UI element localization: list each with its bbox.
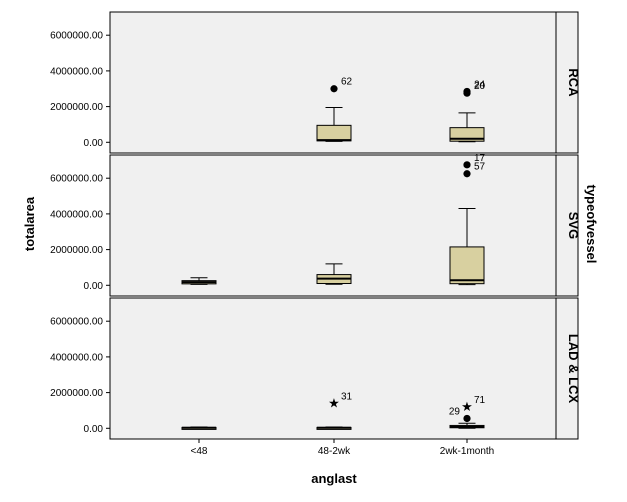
outlier-label: 20	[474, 81, 486, 92]
outlier-point	[463, 414, 471, 423]
y-axis-title: totalarea	[22, 196, 37, 251]
panel-3: LAD & LCX 0.00 2000000.00 4000000.00 6000000…	[50, 297, 581, 440]
outlier-point	[330, 85, 338, 93]
box-2wk-1month	[449, 246, 485, 285]
x-axis-title: anglast	[311, 471, 357, 486]
y-tick-label: 6000000.00	[50, 174, 103, 185]
y-tick-label: 4000000.00	[50, 66, 103, 77]
outlier-label: 71	[474, 395, 486, 406]
outlier-star: ★	[328, 396, 340, 411]
panel-1: RCA 0.00 2000000.00 4000000.00 6000000.00 62 2…	[50, 11, 581, 154]
outlier-point	[463, 170, 471, 178]
y-tick-label: 6000000.00	[50, 317, 103, 328]
panel-label: SVG	[566, 212, 581, 239]
panel-2: SVG 0.00 2000000.00 4000000.00 6000000.00 175…	[50, 153, 581, 297]
y-tick-label: 0.00	[84, 424, 104, 435]
y-tick-label: 2000000.00	[50, 388, 103, 399]
x-tick-label: <48	[191, 446, 208, 457]
outlier-star: ★	[461, 400, 473, 415]
panel-plot-area	[109, 297, 557, 440]
y-tick-label: 6000000.00	[50, 31, 103, 42]
panel-label: RCA	[566, 68, 581, 97]
panel-strip	[555, 297, 579, 440]
outlier-label: 57	[474, 162, 486, 173]
outlier-label: 24	[474, 79, 486, 90]
y-tick-label: 2000000.00	[50, 102, 103, 113]
x-tick-label: 2wk-1month	[440, 446, 494, 457]
x-tick-label: 48-2wk	[318, 446, 351, 457]
y-tick-label: 4000000.00	[50, 352, 103, 363]
x-axis: <48 48-2wk 2wk-1month	[191, 439, 494, 457]
outlier-label: 29	[449, 406, 461, 417]
outlier-label: 31	[341, 391, 353, 402]
outlier-point	[463, 89, 471, 97]
y-tick-label: 0.00	[84, 281, 104, 292]
facet-title: typeofvessel	[584, 185, 599, 264]
panels-layer: RCA 0.00 2000000.00 4000000.00 6000000.00 62 2…	[50, 11, 581, 440]
panel-label: LAD & LCX	[566, 334, 581, 404]
box-48-2wk	[316, 124, 352, 142]
y-tick-label: 0.00	[84, 138, 104, 149]
panel-strip	[555, 11, 579, 154]
outlier-label: 62	[341, 77, 353, 88]
y-tick-label: 2000000.00	[50, 245, 103, 256]
outlier-label: 17	[474, 153, 486, 164]
panel-strip	[555, 154, 579, 297]
y-tick-label: 4000000.00	[50, 209, 103, 220]
outlier-point	[463, 161, 471, 169]
